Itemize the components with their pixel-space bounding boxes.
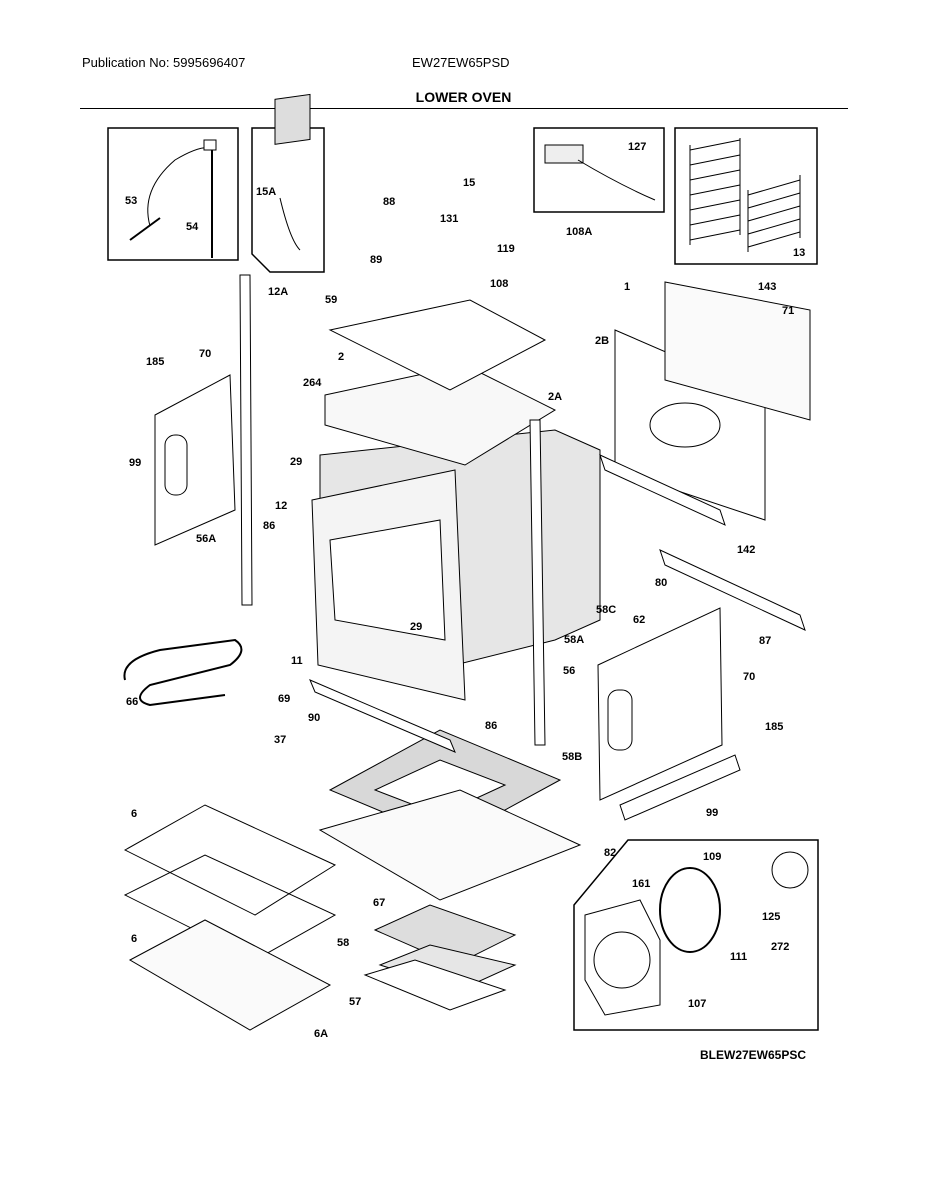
header-divider (80, 108, 848, 109)
inset-box-sensor (107, 127, 239, 261)
part-label: 82 (604, 847, 616, 859)
part-label: 131 (440, 213, 458, 225)
part-label: 11 (291, 655, 303, 667)
inset-box-convection (573, 839, 819, 1031)
part-label: 37 (274, 734, 286, 746)
part-label: 53 (125, 195, 137, 207)
model-number: EW27EW65PSD (412, 55, 510, 70)
part-label: 59 (325, 294, 337, 306)
rail-87 (659, 549, 806, 631)
part-label: 12 (275, 500, 287, 512)
part-label: 12A (268, 286, 288, 298)
part-label: 185 (146, 356, 164, 368)
sensor-wire (147, 147, 213, 227)
rail-90 (309, 679, 456, 753)
part-label: 272 (771, 941, 789, 953)
part-label: 58B (562, 751, 582, 763)
part-label: 90 (308, 712, 320, 724)
side-panel-left (154, 374, 236, 546)
part-label: 125 (762, 911, 780, 923)
page-title: LOWER OVEN (415, 89, 512, 105)
broil-element (123, 638, 243, 707)
part-label: 2A (548, 391, 562, 403)
part-label: 58 (337, 937, 349, 949)
inset-box-light (251, 127, 325, 273)
part-label: 99 (706, 807, 718, 819)
convection-cover (584, 899, 661, 1016)
part-label: 66 (126, 696, 138, 708)
rail-99 (619, 754, 741, 821)
part-label: 57 (349, 996, 361, 1008)
part-label: 111 (730, 951, 747, 963)
part-label: 99 (129, 457, 141, 469)
part-label: 58C (596, 604, 616, 616)
part-label: 2B (595, 335, 609, 347)
part-label: 15 (463, 177, 475, 189)
part-label: 56A (196, 533, 216, 545)
part-label: 143 (758, 281, 776, 293)
part-label: 89 (370, 254, 382, 266)
inset-box-harness (533, 127, 665, 213)
part-label: 80 (655, 577, 667, 589)
part-label: 71 (782, 305, 794, 317)
part-label: 6 (131, 808, 137, 820)
publication-number: Publication No: 5995696407 (82, 55, 246, 70)
rail-142 (599, 454, 726, 526)
part-label: 70 (199, 348, 211, 360)
part-label: 107 (688, 998, 706, 1010)
part-label: 108 (490, 278, 508, 290)
part-labels: 53 54 15A 15 88 131 119 108A 108 127 13 … (125, 141, 805, 1040)
part-label: 127 (628, 141, 646, 153)
diagram-code: BLEW27EW65PSC (700, 1048, 807, 1062)
part-label: 58A (564, 634, 584, 646)
part-label: 185 (765, 721, 783, 733)
part-label: 264 (303, 377, 322, 389)
oven-racks (123, 804, 337, 1031)
part-label: 142 (737, 544, 755, 556)
part-label: 67 (373, 897, 385, 909)
part-label: 6 (131, 933, 137, 945)
part-label: 119 (497, 243, 515, 255)
side-panel-right (597, 607, 723, 801)
part-label: 56 (563, 665, 575, 677)
inset-box-racks (674, 127, 818, 265)
part-label: 54 (186, 221, 199, 233)
part-label: 6A (314, 1028, 328, 1040)
part-label: 86 (263, 520, 275, 532)
part-label: 29 (410, 621, 422, 633)
part-label: 69 (278, 693, 290, 705)
part-label: 1 (624, 281, 630, 293)
bottom-pan (318, 789, 582, 901)
part-label: 88 (383, 196, 395, 208)
part-label: 87 (759, 635, 771, 647)
part-label: 15A (256, 186, 276, 198)
part-label: 62 (633, 614, 645, 626)
part-label: 70 (743, 671, 755, 683)
part-label: 2 (338, 351, 344, 363)
part-label: 29 (290, 456, 302, 468)
part-label: 109 (703, 851, 721, 863)
part-label: 161 (632, 878, 650, 890)
part-label: 108A (566, 226, 592, 238)
part-label: 13 (793, 247, 805, 259)
part-label: 86 (485, 720, 497, 732)
